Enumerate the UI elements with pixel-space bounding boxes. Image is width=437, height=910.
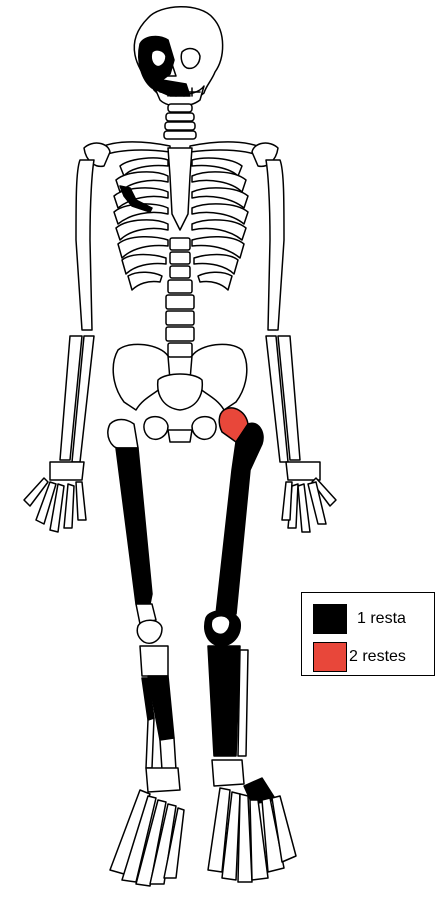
cervical-vertebrae (164, 104, 196, 139)
left-femur-one-remain (116, 448, 152, 604)
right-arm (266, 160, 336, 532)
right-femur-one-remain (216, 423, 263, 614)
lumbar-vertebrae (166, 238, 194, 357)
legend-item-two-remains: 2 restes (313, 641, 406, 673)
legend-item-one-remain: 1 resta (313, 603, 406, 635)
legend-label: 1 resta (357, 611, 406, 627)
left-arm (24, 160, 94, 532)
legend: 1 resta 2 restes (301, 592, 435, 676)
right-leg (205, 408, 296, 882)
legend-label: 2 restes (349, 649, 406, 665)
legend-swatch-red (313, 642, 347, 672)
sternum (168, 148, 192, 230)
left-leg (108, 420, 184, 887)
right-tibia-one-remain (208, 646, 240, 756)
legend-swatch-black (313, 604, 347, 634)
